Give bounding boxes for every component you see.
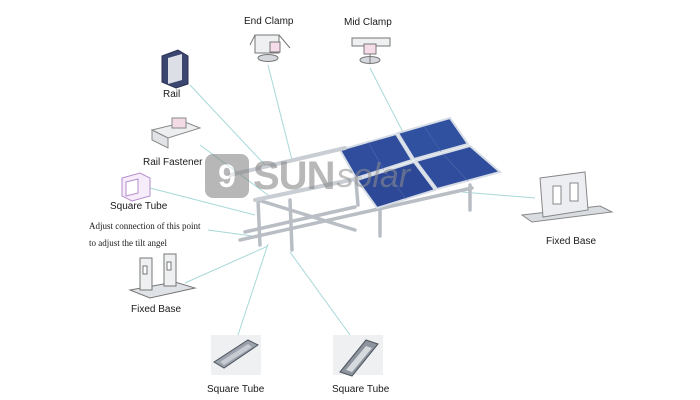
leader-line-end-clamp: [267, 64, 293, 161]
front-rails: [228, 146, 362, 202]
label-adjust-note-line1: Adjust connection of this point: [89, 221, 201, 231]
label-square-tube-bottom-left: Square Tube: [207, 384, 265, 395]
leader-line-square-tube-top: [149, 187, 256, 216]
leader-line-fixed-base-left: [184, 245, 269, 284]
square-tube-top-part: [121, 172, 151, 202]
leader-line-mid-clamp: [369, 67, 409, 143]
label-fixed-base-right: Fixed Base: [546, 236, 597, 247]
end-clamp-part: [249, 34, 291, 62]
square-tube-bottom-left-part: [211, 335, 261, 375]
brand-name-bold: SUN: [253, 153, 335, 198]
label-rail: Rail: [163, 89, 181, 100]
label-adjust-note-line2: to adjust the tilt angel: [89, 238, 167, 248]
label-square-tube-bottom-right: Square Tube: [332, 384, 390, 395]
fixed-base-right-part: [520, 171, 614, 223]
brand-name-light: solar: [336, 156, 411, 195]
square-tube-bottom-right-part: [333, 335, 383, 377]
leader-line-square-tube-bottom-left: [237, 243, 269, 336]
rail-part: [161, 49, 189, 89]
brand-logo: 9: [205, 154, 249, 198]
label-mid-clamp: Mid Clamp: [344, 17, 392, 28]
leader-lines: [149, 64, 536, 336]
solar-panel-array: [338, 116, 503, 210]
label-end-clamp: End Clamp: [244, 16, 294, 27]
rail-fastener-part: [150, 117, 202, 149]
leader-line-square-tube-bottom-right: [289, 251, 351, 336]
fixed-base-left-part: [128, 253, 197, 299]
label-square-tube-top: Square Tube: [110, 201, 168, 212]
leader-line-rail: [189, 84, 266, 166]
mid-clamp-part: [351, 37, 391, 64]
label-rail-fastener: Rail Fastener: [143, 157, 203, 168]
leader-line-fixed-base-right: [461, 191, 536, 199]
leader-line-adjust-point: [207, 229, 253, 237]
brand-watermark: 9 SUN solar: [205, 148, 410, 204]
label-fixed-base-left: Fixed Base: [131, 304, 182, 315]
